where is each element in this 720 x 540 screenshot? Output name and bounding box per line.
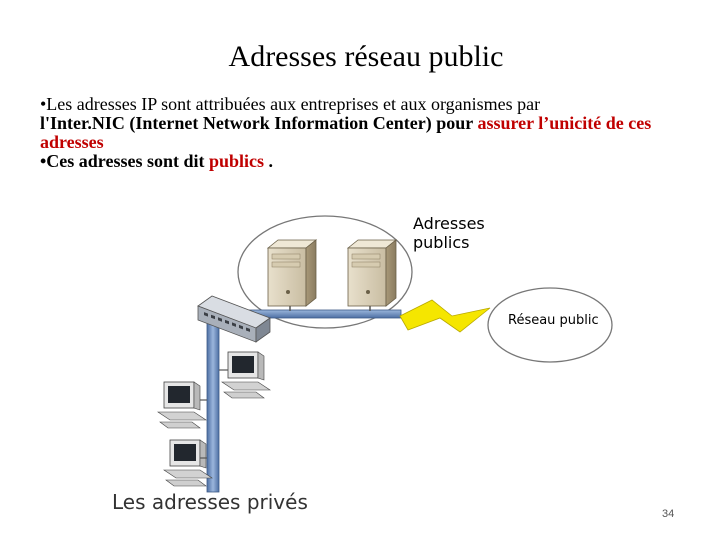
private-addresses-label: Les adresses privés	[112, 490, 308, 514]
lightning-icon	[399, 299, 491, 333]
bullet-2-emphasis: publics	[208, 151, 265, 171]
server-icon	[266, 239, 318, 307]
bullet-2-end: .	[264, 151, 274, 171]
backbone-cable	[244, 309, 402, 319]
public-addresses-label-line1: Adresses	[413, 214, 485, 233]
computer-icon	[221, 351, 271, 399]
public-network-label: Réseau public	[508, 313, 599, 328]
bullet-1-intro: •Les adresses IP sont attribuées aux ent…	[40, 94, 541, 114]
public-address-cloud	[237, 215, 413, 329]
computer-icon	[157, 381, 207, 429]
public-addresses-label-line2: publics	[413, 233, 470, 252]
page-number: 34	[662, 508, 675, 520]
bullet-1-emphasis: assurer l’unicité de ces adresses	[40, 113, 652, 152]
bullet-1: •Les adresses IP sont attribuées aux ent…	[40, 95, 700, 152]
bullet-2-text: •Ces adresses sont dit	[40, 151, 209, 171]
bullet-2: •Ces adresses sont dit publics .	[40, 152, 700, 171]
slide-title: Adresses réseau public	[228, 40, 504, 73]
lan-cable	[206, 311, 220, 493]
server-icon	[346, 239, 398, 307]
public-network-cloud	[487, 287, 613, 363]
bullet-1-internic: l'Inter.NIC (Internet Network Informatio…	[40, 113, 478, 133]
computer-icon	[163, 439, 213, 487]
slide-body: •Les adresses IP sont attribuées aux ent…	[40, 95, 700, 171]
switch-icon	[197, 295, 271, 343]
public-addresses-label: Adresses publics	[413, 214, 485, 252]
